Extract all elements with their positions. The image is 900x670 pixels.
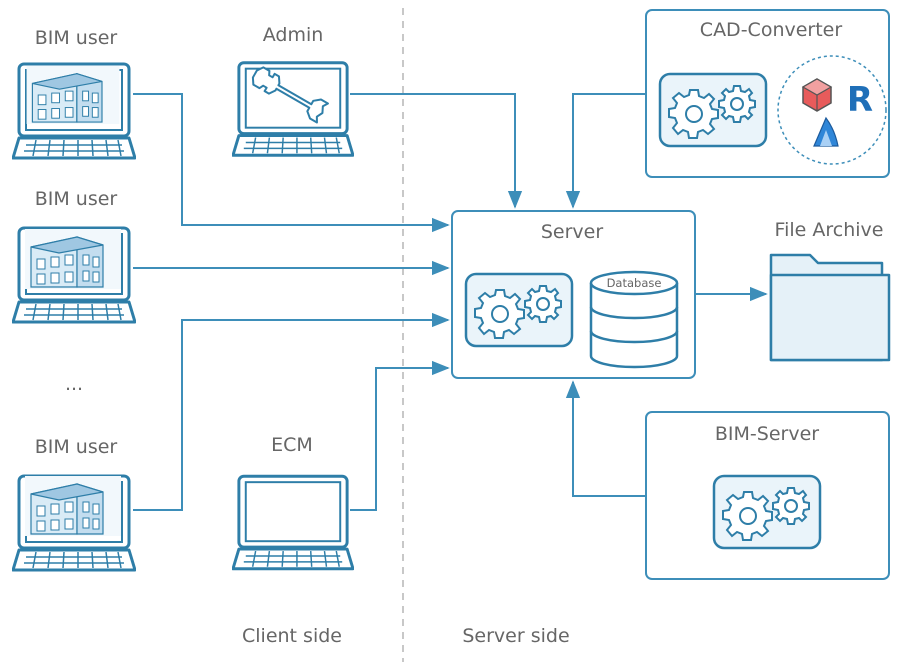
bim-user-label-1: BIM user (35, 27, 118, 49)
gears-icon (712, 474, 822, 550)
server-side-label: Server side (462, 625, 569, 647)
bim-server-label: BIM-Server (715, 423, 819, 445)
ecm-laptop (232, 474, 354, 571)
admin-label: Admin (263, 24, 324, 46)
connector-bim-user-3 (133, 312, 450, 511)
gears-icon (658, 72, 768, 148)
ecm-label: ECM (271, 434, 313, 456)
database-label: Database (607, 276, 662, 290)
bim-user-laptop-3 (12, 474, 136, 572)
connector-admin (350, 93, 523, 209)
file-archive-label: File Archive (775, 219, 884, 241)
laptop-icon (232, 61, 354, 157)
wrench-icon (251, 66, 329, 124)
bim-user-label-3: BIM user (35, 436, 118, 458)
gears-icon (464, 272, 574, 348)
bim-server-box: BIM-Server (645, 411, 890, 580)
building-icon (25, 476, 121, 536)
building-icon (25, 229, 121, 289)
connector-bim-server (565, 380, 646, 497)
folder-icon (769, 253, 891, 362)
cad-converter-box: CAD-Converter R (645, 9, 890, 178)
laptop-icon (232, 474, 354, 571)
client-side-label: Client side (242, 625, 342, 647)
bim-user-laptop-2 (12, 226, 136, 324)
ellipsis-label: ... (65, 373, 83, 395)
archicad-icon (813, 116, 839, 147)
bim-user-label-2: BIM user (35, 188, 118, 210)
admin-laptop (232, 61, 354, 157)
database-icon (589, 270, 679, 369)
building-icon (26, 66, 121, 124)
connector-bim-user-1 (133, 93, 450, 233)
connector-cad-converter (565, 93, 646, 209)
connector-ecm (350, 360, 450, 511)
bim-user-laptop-1 (12, 62, 136, 160)
revit-icon: R (847, 80, 873, 120)
server-label: Server (541, 221, 603, 243)
cad-converter-label: CAD-Converter (700, 19, 843, 41)
connections (133, 93, 768, 511)
server-box: Server Database (451, 210, 696, 379)
cube-app-icon (801, 78, 833, 112)
cad-formats-circle (777, 55, 887, 165)
